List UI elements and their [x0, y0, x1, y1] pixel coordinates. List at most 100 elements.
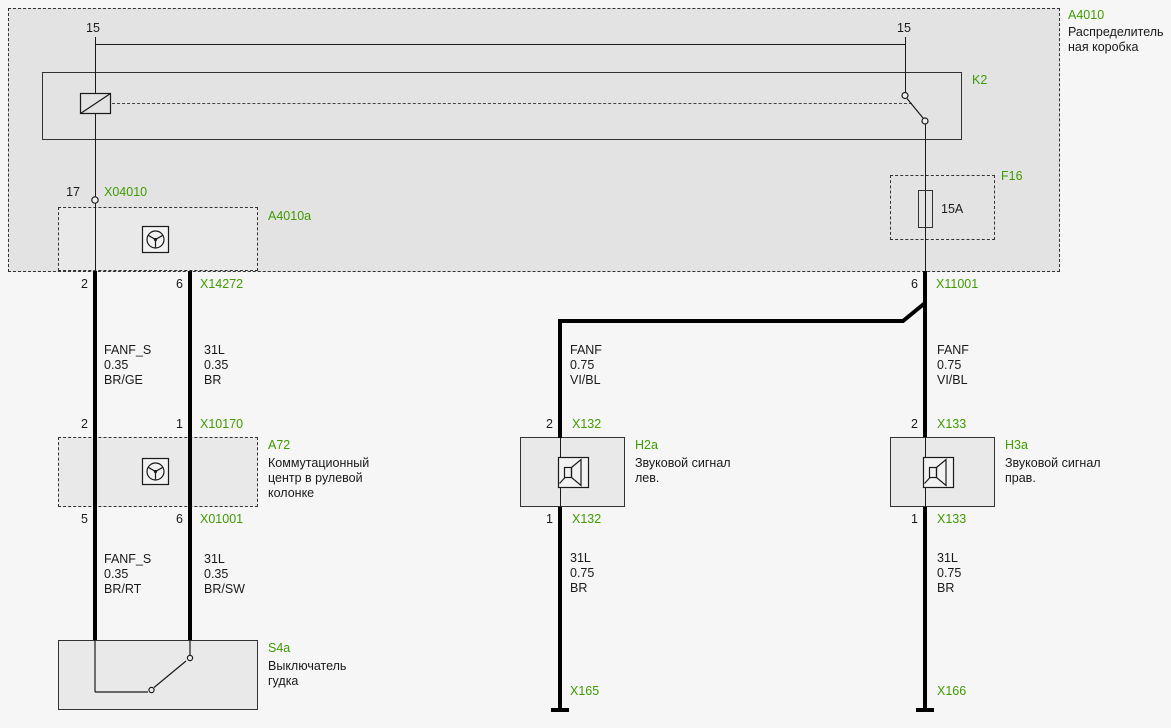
module-a72-name-line3: колонке — [268, 486, 315, 500]
distribution-box-name-line1: Распределитель — [1068, 25, 1164, 39]
terminal-15-bus-line — [95, 44, 906, 45]
wire-label-31l-bottom: 31L 0.35 BR/SW — [204, 552, 245, 597]
wire-gauge: 0.35 — [104, 358, 129, 372]
pin-x11001: 6 — [911, 277, 918, 291]
coil-output-line — [95, 113, 96, 271]
horn-h2a-name-line1: Звуковой сигнал — [635, 456, 731, 470]
relay-coil-supply-line — [95, 44, 96, 93]
h2a-inlet-line — [560, 437, 561, 457]
switch-s4a-name-line1: Выключатель — [268, 659, 347, 673]
connector-x166-label: X166 — [937, 684, 967, 698]
wire-label-fanf-s-bottom: FANF_S 0.35 BR/RT — [104, 552, 151, 597]
wire-gauge: 0.75 — [937, 358, 962, 372]
wire-name: FANF_S — [104, 552, 152, 566]
relay-box-k2 — [42, 72, 962, 140]
wire-name: 31L — [204, 552, 225, 566]
pin-x133-bottom: 1 — [911, 512, 918, 526]
wire-color: BR/RT — [104, 582, 142, 596]
switch-box-s4a — [58, 640, 258, 710]
wire-name: 31L — [937, 551, 958, 565]
wire-label-31l-top: 31L 0.35 BR — [204, 343, 228, 388]
distribution-box-ref: A4010 — [1068, 8, 1105, 22]
pin-x04010: 17 — [66, 185, 80, 199]
fuse-ref: F16 — [1001, 169, 1023, 183]
switch-s4a-name-line2: гудка — [268, 674, 299, 688]
wire-name: FANF — [937, 343, 969, 357]
connector-x04010-label: X04010 — [104, 185, 148, 199]
wire-color: VI/BL — [937, 373, 968, 387]
pin-x132-top: 2 — [546, 417, 553, 431]
connector-x132-bottom-label: X132 — [572, 512, 602, 526]
branch-wire-fanf — [558, 301, 927, 438]
wire-color: BR/SW — [204, 582, 245, 596]
connector-x10170-label: X10170 — [200, 417, 244, 431]
module-a4010a-ref: A4010a — [268, 209, 312, 223]
ground-terminal-x165 — [551, 708, 569, 712]
horn-h3a-ref: H3a — [1005, 438, 1028, 452]
terminal-15-left-tick — [95, 37, 96, 45]
wire-gauge: 0.75 — [570, 358, 595, 372]
module-a72-name-line2: центр в рулевой — [268, 471, 363, 485]
wire-name: FANF — [570, 343, 602, 357]
wire-gauge: 0.35 — [204, 567, 229, 581]
connector-x11001-label: X11001 — [936, 277, 979, 291]
pin-x10170-left: 2 — [81, 417, 88, 431]
wire-color: BR — [570, 581, 588, 595]
wire-color: VI/BL — [570, 373, 601, 387]
wire-label-31l-horn-left: 31L 0.75 BR — [570, 551, 594, 596]
wire-label-fanf-s-top: FANF_S 0.35 BR/GE — [104, 343, 151, 388]
wire-fanf-s — [93, 271, 97, 640]
connector-x133-top-label: X133 — [937, 417, 967, 431]
wire-label-31l-horn-right: 31L 0.75 BR — [937, 551, 961, 596]
pin-x10170-right: 1 — [176, 417, 183, 431]
horn-h3a-name-line1: Звуковой сигнал — [1005, 456, 1101, 470]
module-box-a4010a — [58, 207, 258, 271]
wire-label-fanf-left: FANF 0.75 VI/BL — [570, 343, 602, 388]
horn-h2a-ref: H2a — [635, 438, 658, 452]
connector-x01001-label: X01001 — [200, 512, 244, 526]
wire-name: 31L — [570, 551, 591, 565]
pin-x14272-left: 2 — [81, 277, 88, 291]
h2a-outlet-line — [560, 487, 561, 507]
relay-to-fuse-line — [925, 124, 926, 272]
distribution-box-name-line2: ная коробка — [1068, 40, 1139, 54]
fuse-icon — [918, 190, 933, 228]
connector-x133-bottom-label: X133 — [937, 512, 967, 526]
wire-name: FANF_S — [104, 343, 152, 357]
horn-box-h2a — [520, 437, 625, 507]
module-a72-ref: A72 — [268, 438, 291, 452]
relay-actuation-dashed-line — [112, 103, 912, 104]
ground-terminal-x166 — [916, 708, 934, 712]
h3a-inlet-line — [925, 437, 926, 457]
terminal-15-right-label: 15 — [897, 21, 911, 35]
pin-x01001-left: 5 — [81, 512, 88, 526]
horn-h2a-name-line2: лев. — [635, 471, 660, 485]
fuse-box-f16 — [890, 175, 995, 240]
horn-h3a-name-line2: прав. — [1005, 471, 1036, 485]
connector-x132-top-label: X132 — [572, 417, 602, 431]
relay-ref: K2 — [972, 73, 988, 87]
wire-name: 31L — [204, 343, 225, 357]
wire-31l-left-column — [188, 271, 192, 640]
wire-31l-horn-right — [923, 507, 927, 710]
wire-gauge: 0.35 — [204, 358, 229, 372]
horn-box-h3a — [890, 437, 995, 507]
terminal-15-left-label: 15 — [86, 21, 100, 35]
wire-color: BR — [937, 581, 955, 595]
wire-gauge: 0.35 — [104, 567, 129, 581]
module-a72-name-line1: Коммутационный — [268, 456, 370, 470]
terminal-15-right-tick — [905, 37, 906, 45]
wire-color: BR/GE — [104, 373, 143, 387]
wire-color: BR — [204, 373, 222, 387]
wire-fanf-right — [923, 271, 927, 437]
wire-gauge: 0.75 — [937, 566, 962, 580]
pin-x01001-right: 6 — [176, 512, 183, 526]
pin-x14272-right: 6 — [176, 277, 183, 291]
pin-x132-bottom: 1 — [546, 512, 553, 526]
h3a-outlet-line — [925, 487, 926, 507]
switch-s4a-ref: S4a — [268, 641, 291, 655]
fuse-rating: 15A — [941, 202, 964, 216]
pin-x133-top: 2 — [911, 417, 918, 431]
relay-contact-supply-line — [905, 44, 906, 92]
